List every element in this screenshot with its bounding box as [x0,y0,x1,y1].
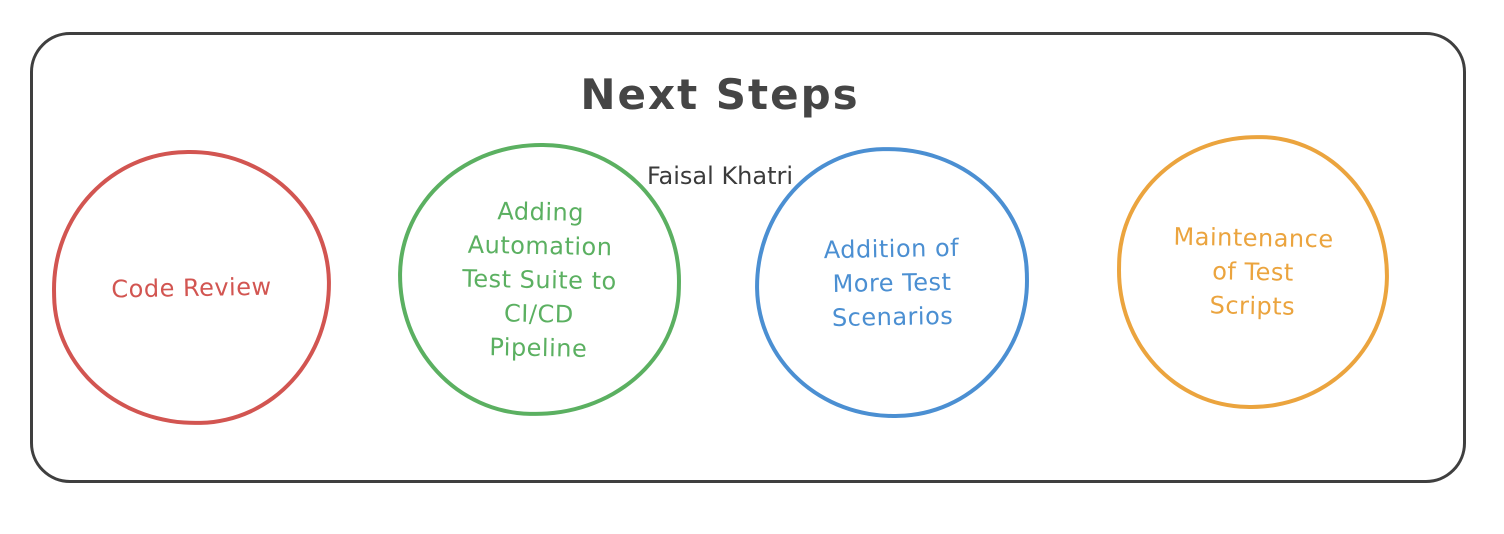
step-label-more-test-scenarios: Addition of More Test Scenarios [823,233,960,332]
author-credit: Faisal Khatri [646,162,794,190]
diagram-title: Next Steps [580,70,860,119]
step-label-automation-suite-cicd: Adding Automation Test Suite to CI/CD Pi… [462,196,617,363]
step-label-code-review: Code Review [111,272,272,303]
step-label-test-script-maintenance: Maintenance of Test Scripts [1173,222,1334,321]
diagram-frame [30,32,1466,483]
